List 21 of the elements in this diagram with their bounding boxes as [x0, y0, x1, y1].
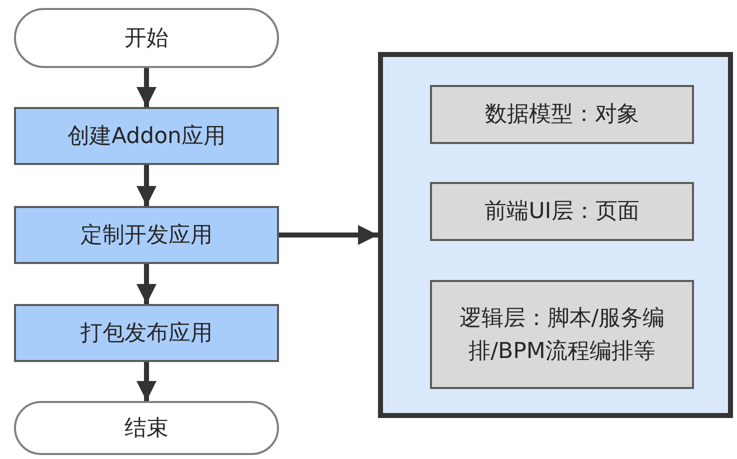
process-box — [14, 206, 279, 264]
group-panel — [378, 52, 733, 418]
arrow — [136, 264, 156, 304]
node-label: 数据模型：对象 — [485, 101, 639, 129]
node-label: 逻辑层：脚本/服务编排/BPM流程编排等 — [458, 304, 666, 366]
component-box — [430, 280, 694, 389]
process-box — [14, 107, 279, 165]
node-label: 创建Addon应用 — [68, 122, 226, 150]
arrow — [136, 362, 156, 401]
node-label: 开始 — [124, 24, 168, 52]
node-label: 前端UI层：页面 — [484, 198, 640, 226]
component-box — [430, 85, 694, 144]
component-box — [430, 182, 694, 241]
arrow — [136, 68, 156, 107]
node-label: 定制开发应用 — [80, 222, 212, 250]
node-label: 结束 — [124, 414, 168, 442]
process-box — [14, 304, 279, 362]
arrow — [279, 225, 378, 245]
terminal-shape — [14, 401, 279, 455]
arrow — [136, 165, 156, 206]
node-label: 打包发布应用 — [80, 320, 212, 348]
